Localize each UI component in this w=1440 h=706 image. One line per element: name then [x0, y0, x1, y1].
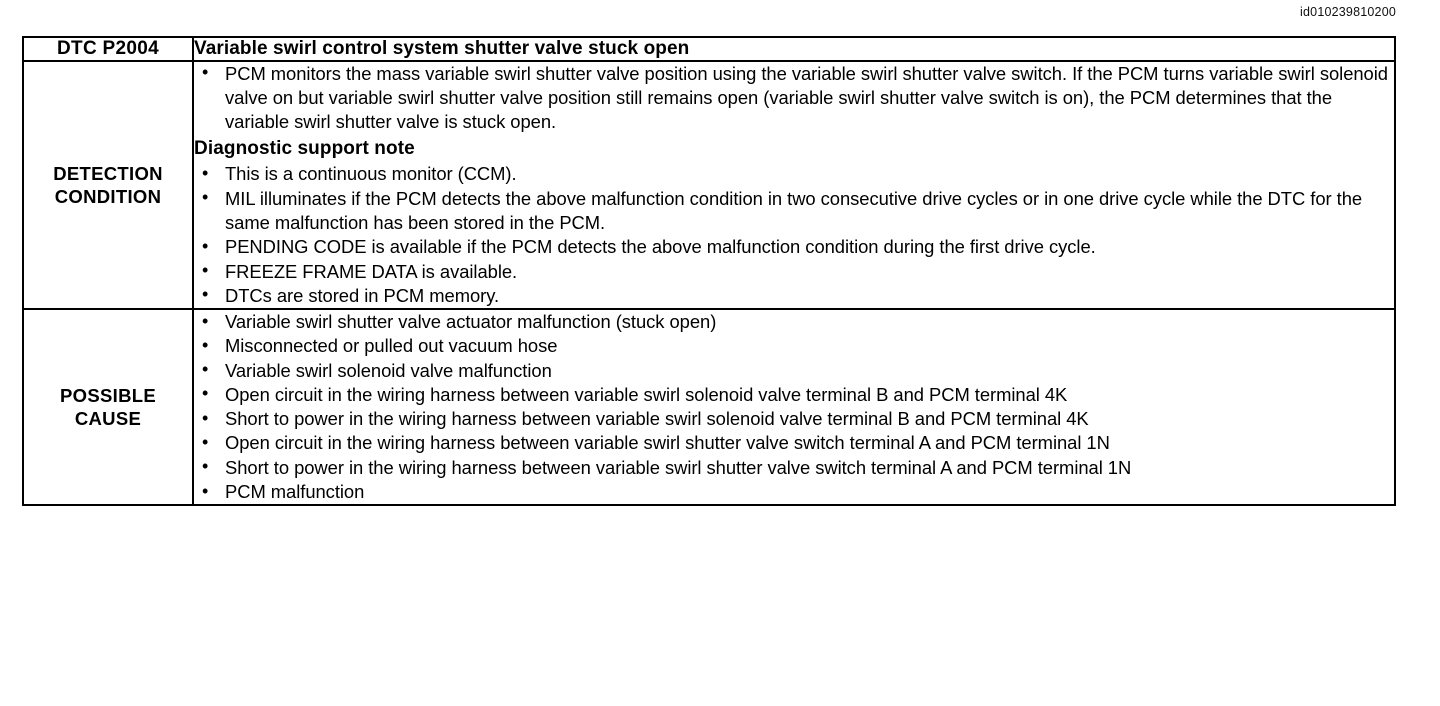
detection-condition-content: PCM monitors the mass variable swirl shu…: [192, 59, 1396, 311]
diagnostic-support-note-heading: Diagnostic support note: [194, 137, 415, 159]
list-item: PCM malfunction: [194, 480, 1394, 504]
table-row-possible-cause: POSSIBLE CAUSE Variable swirl shutter va…: [22, 308, 1396, 507]
dtc-description-cell: Variable swirl control system shutter va…: [192, 36, 1396, 62]
possible-cause-content: Variable swirl shutter valve actuator ma…: [192, 308, 1396, 507]
list-item: Short to power in the wiring harness bet…: [194, 455, 1394, 480]
possible-cause-list: Variable swirl shutter valve actuator ma…: [194, 310, 1394, 504]
list-item: PENDING CODE is available if the PCM det…: [194, 235, 1394, 259]
possible-cause-label: POSSIBLE CAUSE: [22, 308, 194, 507]
table-row-detection-condition: DETECTION CONDITION PCM monitors the mas…: [22, 59, 1396, 311]
list-item: Variable swirl shutter valve actuator ma…: [194, 310, 1394, 334]
possible-cause-label-line-1: POSSIBLE: [60, 385, 156, 407]
detection-intro-list: PCM monitors the mass variable swirl shu…: [194, 61, 1394, 135]
document-id-stamp: id010239810200: [1300, 5, 1396, 19]
list-item: Short to power in the wiring harness bet…: [194, 407, 1394, 431]
detection-condition-label-line-2: CONDITION: [54, 185, 162, 207]
dtc-code-cell: DTC P2004: [22, 36, 194, 62]
list-item: FREEZE FRAME DATA is available.: [194, 259, 1394, 284]
dtc-info-table: DTC P2004 Variable swirl control system …: [22, 36, 1396, 507]
detection-condition-label-line-1: DETECTION: [53, 162, 163, 184]
list-item: MIL illuminates if the PCM detects the a…: [194, 186, 1394, 236]
list-item: PCM monitors the mass variable swirl shu…: [194, 61, 1394, 135]
detection-condition-label: DETECTION CONDITION: [22, 59, 194, 311]
table-row-header: DTC P2004 Variable swirl control system …: [22, 36, 1396, 62]
diagnostic-support-note-list: This is a continuous monitor (CCM). MIL …: [194, 162, 1394, 308]
list-item: DTCs are stored in PCM memory.: [194, 283, 1394, 308]
list-item: Open circuit in the wiring harness betwe…: [194, 431, 1394, 455]
list-item: This is a continuous monitor (CCM).: [194, 162, 1394, 186]
list-item: Misconnected or pulled out vacuum hose: [194, 334, 1394, 358]
list-item: Open circuit in the wiring harness betwe…: [194, 382, 1394, 407]
possible-cause-label-line-2: CAUSE: [74, 408, 142, 430]
list-item: Variable swirl solenoid valve malfunctio…: [194, 358, 1394, 383]
